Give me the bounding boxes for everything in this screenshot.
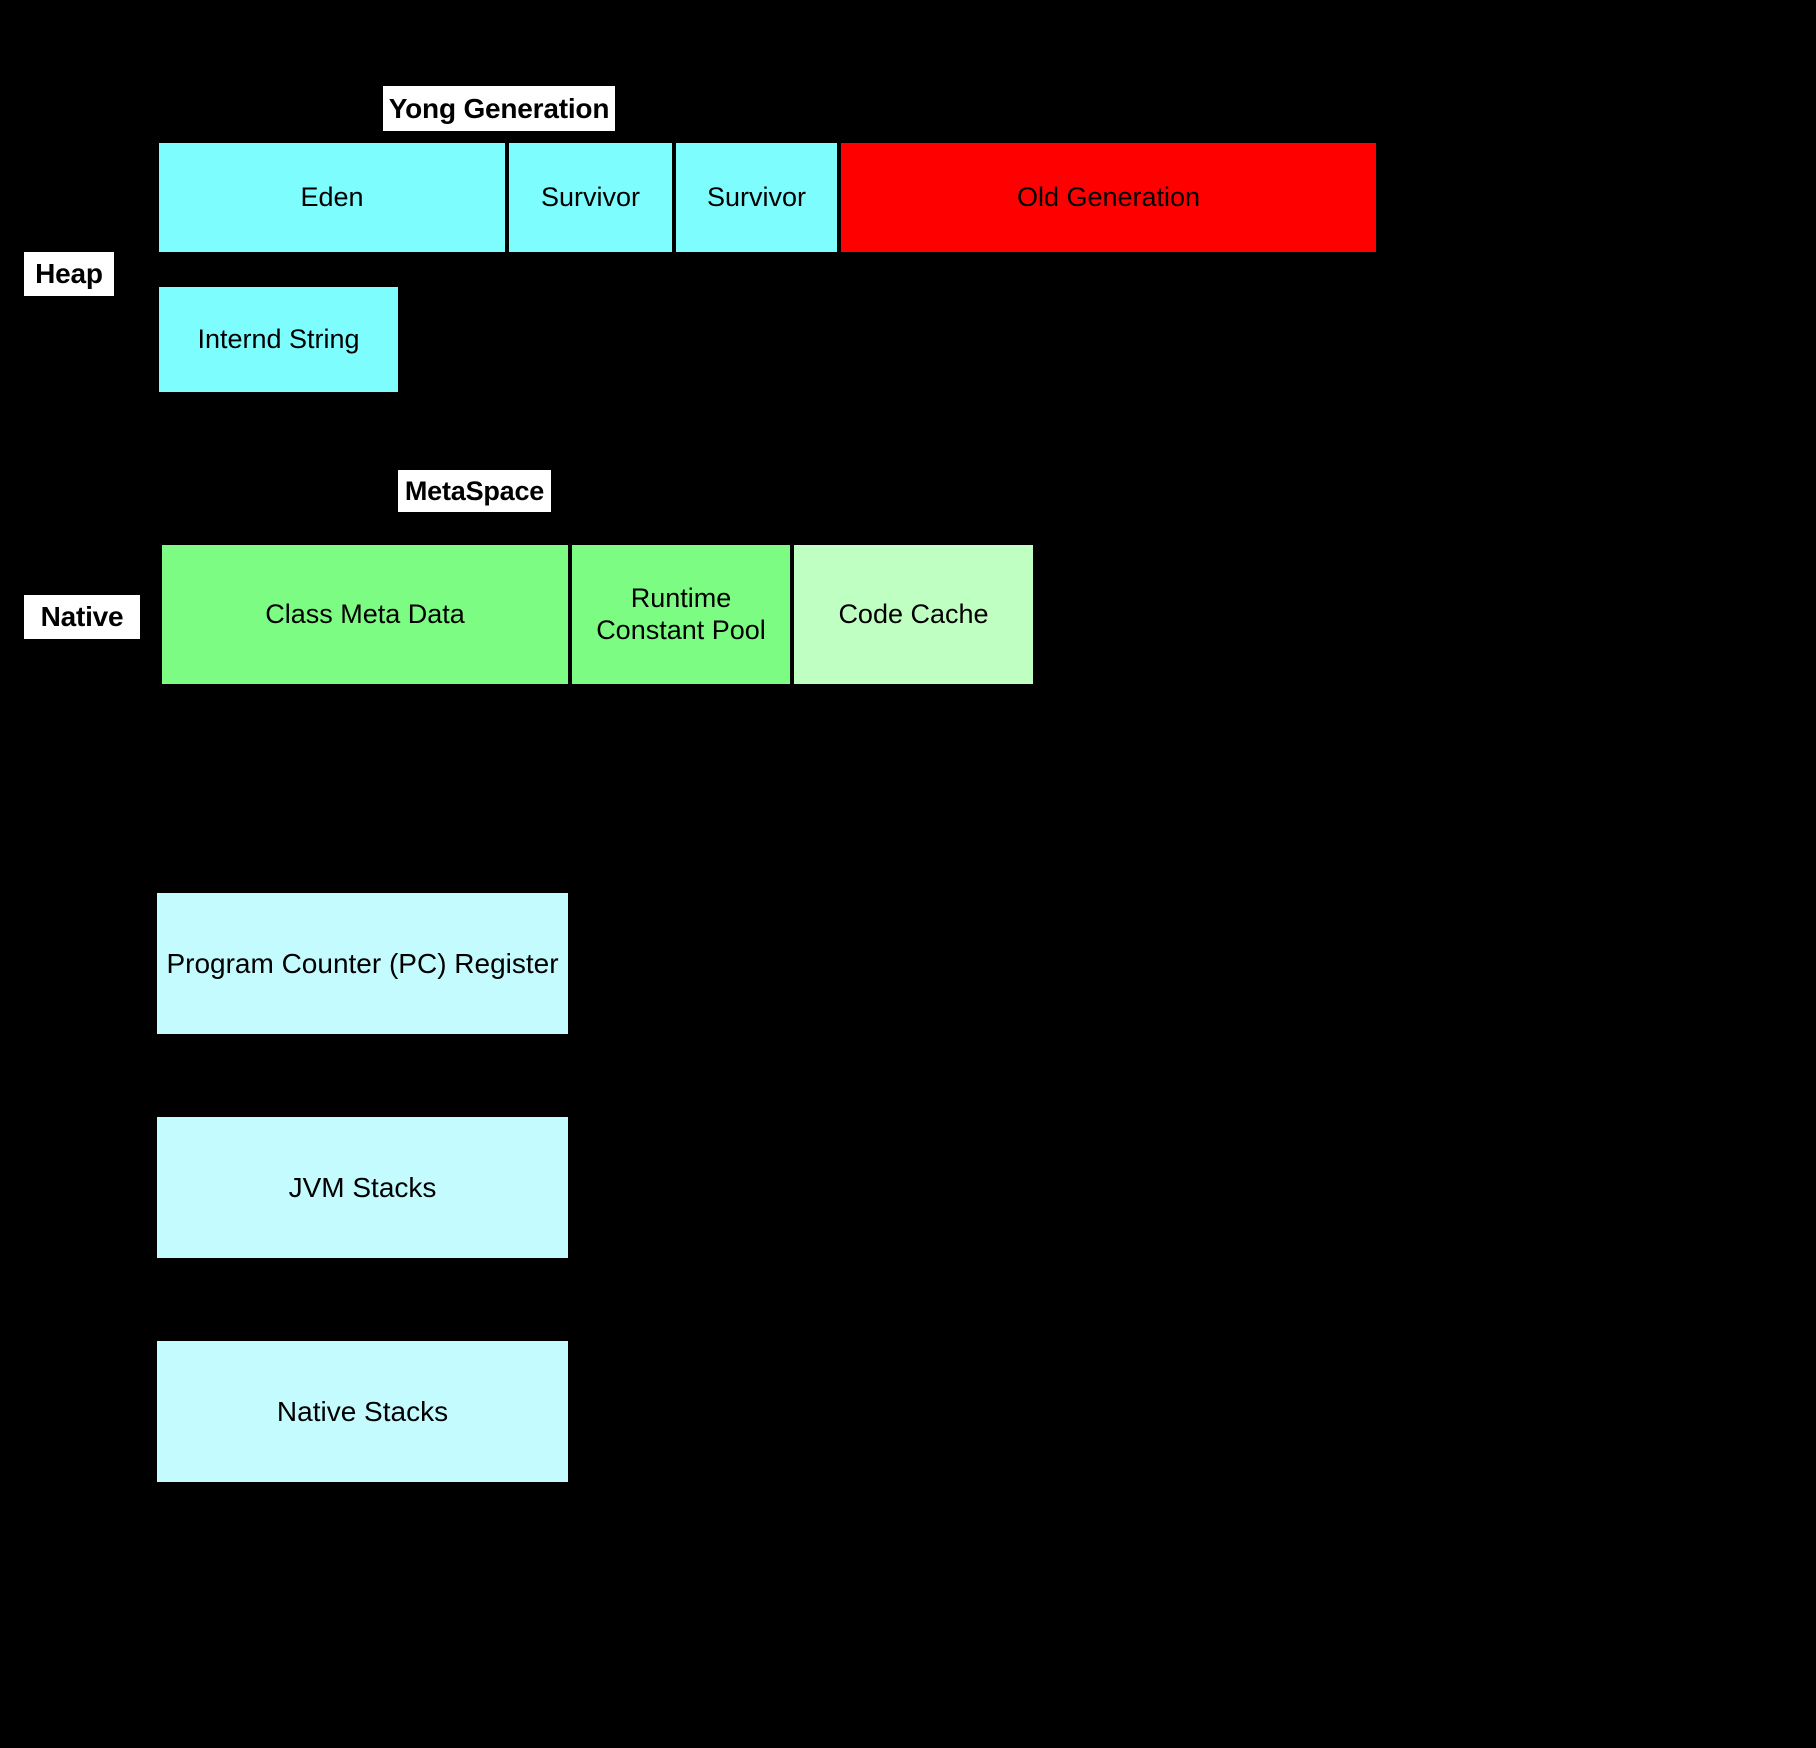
region-runtime-constant-pool: Runtime Constant Pool — [570, 543, 792, 686]
region-interned-string: Internd String — [157, 285, 400, 394]
region-old-generation: Old Generation — [839, 141, 1378, 254]
young-generation-tag: Yong Generation — [383, 86, 615, 131]
runtime-constant-pool-line-1: Runtime — [630, 582, 732, 613]
region-code-cache: Code Cache — [792, 543, 1035, 686]
region-pc-register: Program Counter (PC) Register — [157, 893, 568, 1034]
region-survivor-to: Survivor — [674, 141, 839, 254]
runtime-constant-pool-line-2: Constant Pool — [596, 614, 766, 645]
native-side-tag: Native — [24, 595, 140, 639]
region-eden: Eden — [157, 141, 507, 254]
region-survivor-from: Survivor — [507, 141, 674, 254]
region-jvm-stacks: JVM Stacks — [157, 1117, 568, 1258]
metaspace-tag: MetaSpace — [398, 470, 551, 512]
heap-side-tag: Heap — [24, 252, 114, 296]
region-native-stacks: Native Stacks — [157, 1341, 568, 1482]
region-class-meta-data: Class Meta Data — [160, 543, 570, 686]
